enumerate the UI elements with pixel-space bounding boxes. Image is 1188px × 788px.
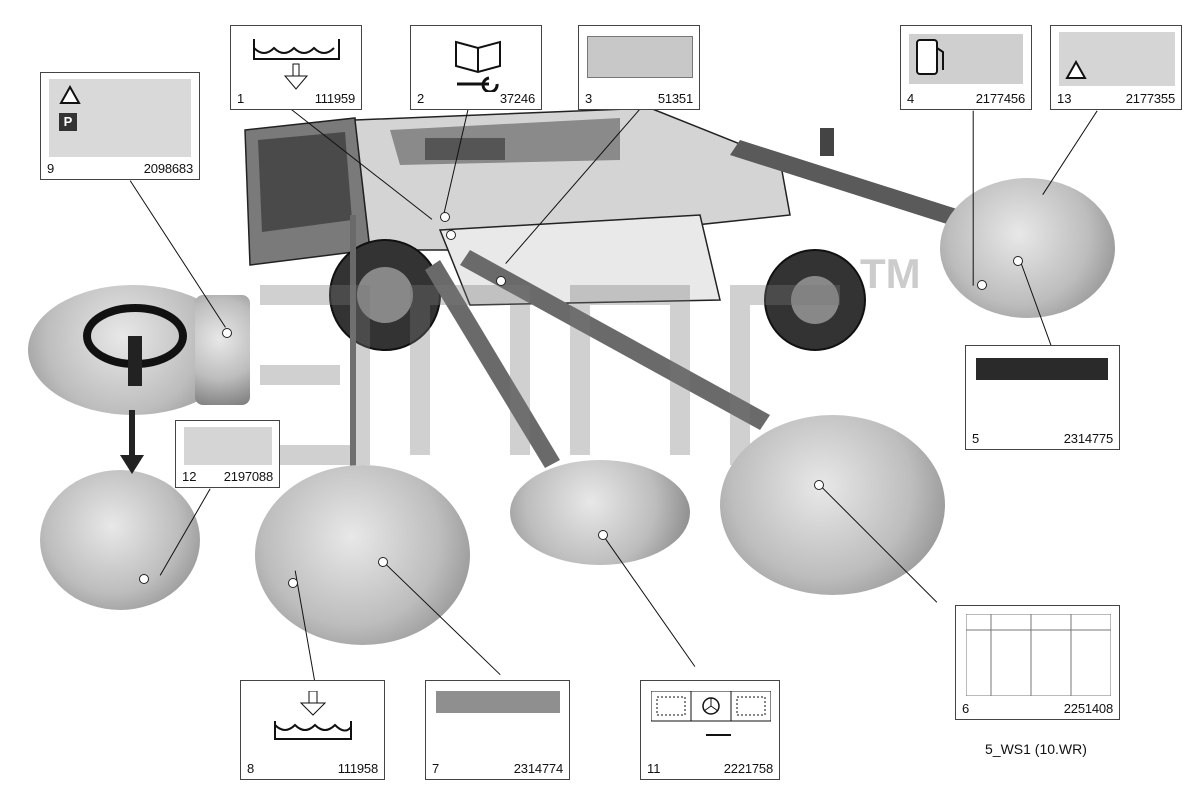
decal-number: 8 — [247, 761, 255, 776]
water-level-icon — [274, 691, 352, 740]
callout-dot-7 — [378, 557, 388, 567]
photo-inset-panel — [195, 295, 250, 405]
part-number: 2251408 — [1063, 701, 1113, 716]
callout-dot-12 — [139, 574, 149, 584]
parking-icon: P — [59, 113, 77, 131]
decal-label-8: 8 111958 — [240, 680, 385, 780]
decal-label-3: 3 51351 — [578, 25, 700, 110]
photo-inset-tank — [940, 178, 1115, 318]
callout-dot-13 — [1013, 256, 1023, 266]
callout-dot-1 — [446, 230, 456, 240]
decal-label-4: 4 2177456 — [900, 25, 1032, 110]
part-number: 111958 — [337, 761, 378, 776]
decal-label-6: 6 2251408 — [955, 605, 1120, 720]
leader-line-4 — [972, 110, 974, 286]
part-number: 2098683 — [143, 161, 193, 176]
photo-inset-engine — [720, 415, 945, 595]
steering-wheel-icon — [83, 304, 187, 386]
decal-label-1: 1 111959 — [230, 25, 362, 110]
decal-number: 2 — [417, 91, 425, 106]
photo-inset-seat — [40, 470, 200, 610]
decal-number: 4 — [907, 91, 915, 106]
decal-number: 12 — [182, 469, 197, 484]
decal-number: 11 — [647, 761, 661, 776]
down-arrow-icon — [120, 410, 144, 474]
grey-plate — [436, 691, 560, 713]
part-number: 2177456 — [975, 91, 1025, 106]
callout-dot-3 — [496, 276, 506, 286]
part-number: 37246 — [499, 91, 535, 106]
decal-label-11: 11 2221758 — [640, 680, 780, 780]
fuel-pump-icon — [916, 39, 944, 75]
callout-dot-2 — [440, 212, 450, 222]
figure-caption: 5_WS1 (10.WR) — [985, 741, 1087, 757]
warning-triangle-icon — [59, 85, 81, 104]
decal-number: 7 — [432, 761, 440, 776]
callout-dot-6 — [814, 480, 824, 490]
part-number: 2221758 — [723, 761, 773, 776]
lubrication-chart — [966, 614, 1111, 696]
decal-number: 6 — [962, 701, 970, 716]
decal-label-13: 13 2177355 — [1050, 25, 1182, 110]
coolant-level-icon — [253, 39, 340, 90]
part-number: 51351 — [657, 91, 693, 106]
part-number: 111959 — [314, 91, 355, 106]
callout-dot-9 — [222, 328, 232, 338]
decal-number: 9 — [47, 161, 55, 176]
part-number: 2177355 — [1125, 91, 1175, 106]
decal-number: 1 — [237, 91, 245, 106]
manual-wrench-icon — [455, 40, 501, 92]
part-number: 2314775 — [1063, 431, 1113, 446]
part-number: 2197088 — [223, 469, 273, 484]
decal-label-2: 2 37246 — [410, 25, 542, 110]
decal-number: 13 — [1057, 91, 1072, 106]
photo-inset-lamp — [255, 465, 470, 645]
callout-dot-4 — [977, 280, 987, 290]
decal-number: 3 — [585, 91, 593, 106]
control-panel-decal — [651, 691, 771, 736]
callout-dot-8 — [288, 578, 298, 588]
part-number: 2314774 — [513, 761, 563, 776]
warning-triangle-icon — [1065, 60, 1087, 79]
watermark-text: TM — [860, 250, 921, 297]
warning-text-plate — [587, 36, 693, 78]
decal-label-12: 12 2197088 — [175, 420, 280, 488]
decal-label-5: 5 2314775 — [965, 345, 1120, 450]
callout-dot-11 — [598, 530, 608, 540]
decal-label-9: P 9 2098683 — [40, 72, 200, 180]
dark-plate — [976, 358, 1108, 380]
decal-number: 5 — [972, 431, 980, 446]
photo-inset-dashboard — [510, 460, 690, 565]
decal-label-7: 7 2314774 — [425, 680, 570, 780]
manual-fuel-plate — [184, 427, 272, 465]
